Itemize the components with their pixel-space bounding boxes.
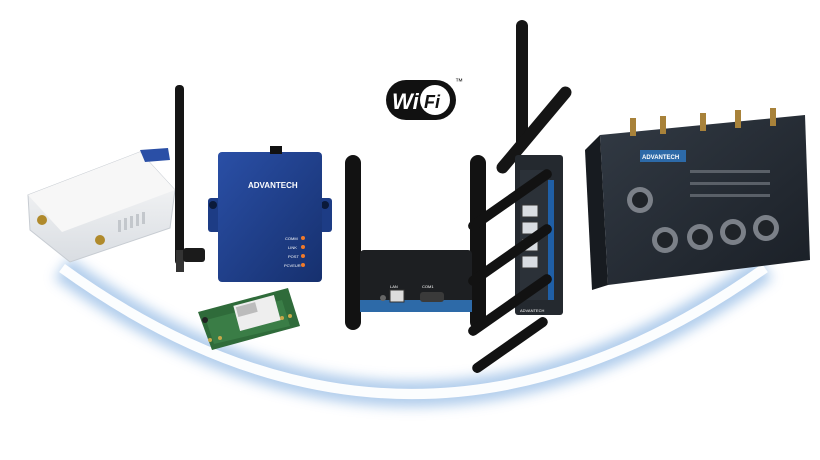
din-switch: ADVANTECH xyxy=(496,20,572,315)
led-label-4: PCVEUR xyxy=(284,263,301,268)
white-access-point xyxy=(27,148,176,263)
m12-connectors xyxy=(627,187,779,253)
wifi-logo-right: Fi xyxy=(424,92,441,112)
blue-device-leds: COMM LINK POST PCVEUR xyxy=(284,236,305,268)
router-port-lan: LAN xyxy=(390,284,398,289)
router-port-com: COM1 xyxy=(422,284,434,289)
router-brand: ADVANTECH xyxy=(370,314,394,319)
router: LAN COM1 ADVANTECH xyxy=(345,155,486,330)
blue-device-brand: ADVANTECH xyxy=(248,181,298,190)
rugged-box: ADVANTECH xyxy=(585,108,810,290)
din-switch-brand: ADVANTECH xyxy=(520,308,544,313)
wifi-logo-left: Wi xyxy=(392,89,420,114)
led-label-2: LINK xyxy=(288,245,297,250)
glow-arc xyxy=(54,257,773,407)
antenna-blue-device xyxy=(175,85,205,272)
blue-device: ADVANTECH COMM LINK POST PCVEUR xyxy=(208,146,332,282)
wifi-trademark: ™ xyxy=(455,77,463,86)
pcb-module xyxy=(198,288,300,350)
wifi-logo: Wi Fi ™ xyxy=(386,77,463,120)
led-label-3: POST xyxy=(288,254,299,259)
rugged-box-brand: ADVANTECH xyxy=(642,155,679,161)
diagonal-antennas xyxy=(468,169,552,373)
led-label-1: COMM xyxy=(285,236,298,241)
